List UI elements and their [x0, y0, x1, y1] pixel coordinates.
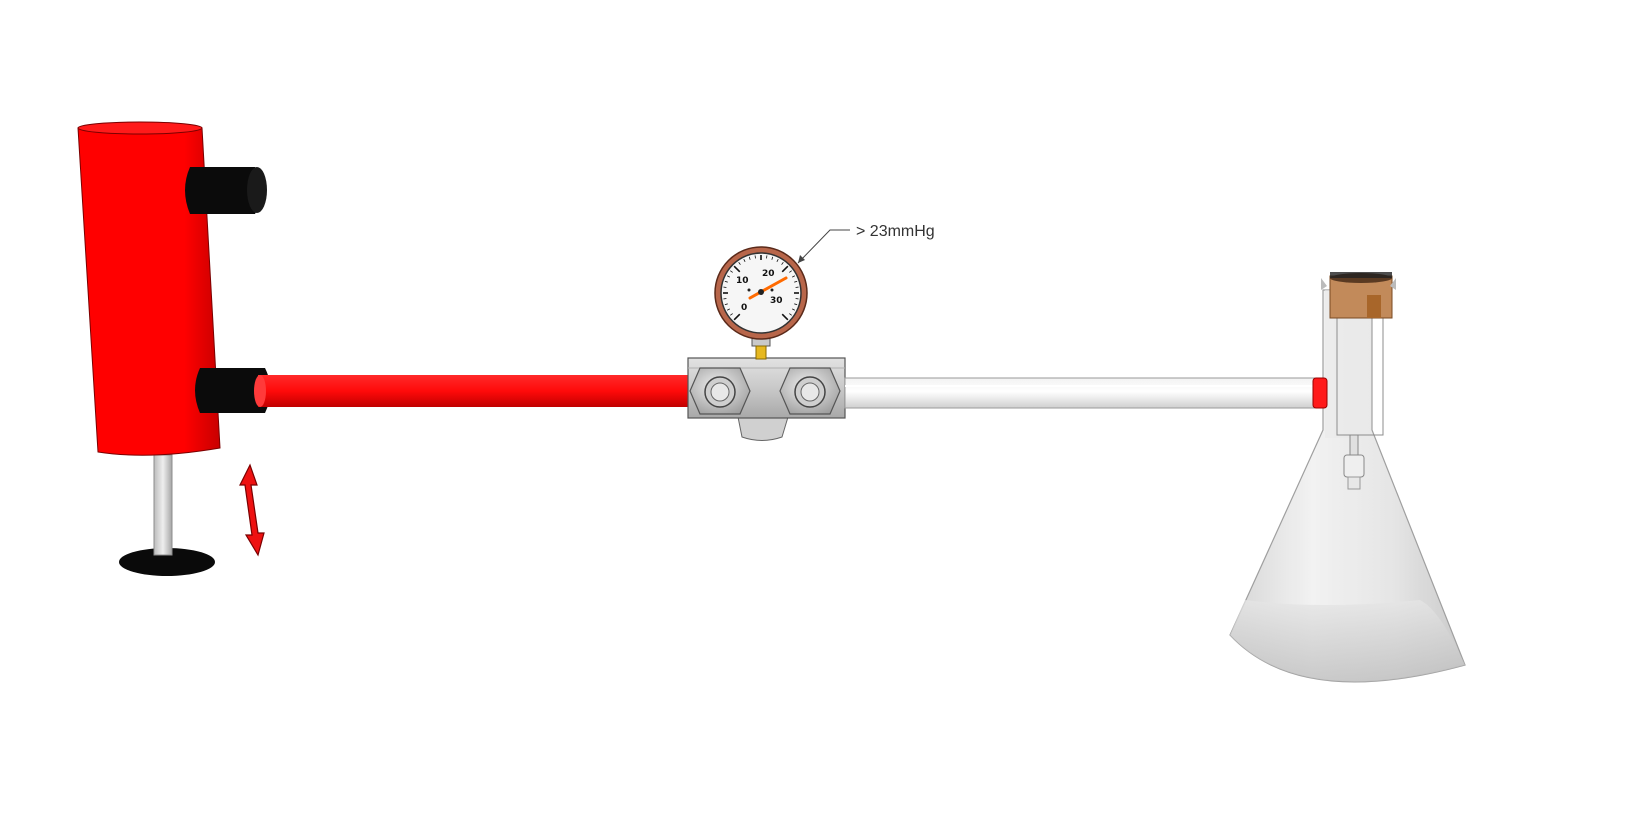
gauge-stem: [752, 338, 770, 359]
pressure-dial-icon: 0 10 20 30: [715, 247, 807, 339]
callout-label: > 23mmHg: [856, 223, 935, 240]
manifold-block: [688, 358, 845, 441]
callout-leader: [798, 230, 850, 263]
erlenmeyer-flask-icon: [1230, 272, 1465, 682]
left-nut: [690, 368, 750, 414]
flask-inlet: [1313, 378, 1327, 408]
flask-cork: [1330, 272, 1392, 318]
gauge-callout: > 23mmHg: [798, 223, 935, 263]
gauge-pivot: [758, 289, 764, 295]
upper-connector: [185, 167, 267, 214]
reservoir-stand: [119, 455, 215, 576]
double-vertical-arrow-icon: [240, 465, 264, 555]
white-tube[interactable]: [845, 378, 1315, 408]
right-nut: [780, 368, 840, 414]
dial-label-10: 10: [736, 276, 749, 286]
red-tube[interactable]: [254, 375, 690, 407]
dial-label-0: 0: [741, 303, 747, 313]
dial-label-30: 30: [770, 296, 783, 306]
dial-label-20: 20: [762, 269, 775, 279]
stand-rod: [154, 455, 172, 555]
